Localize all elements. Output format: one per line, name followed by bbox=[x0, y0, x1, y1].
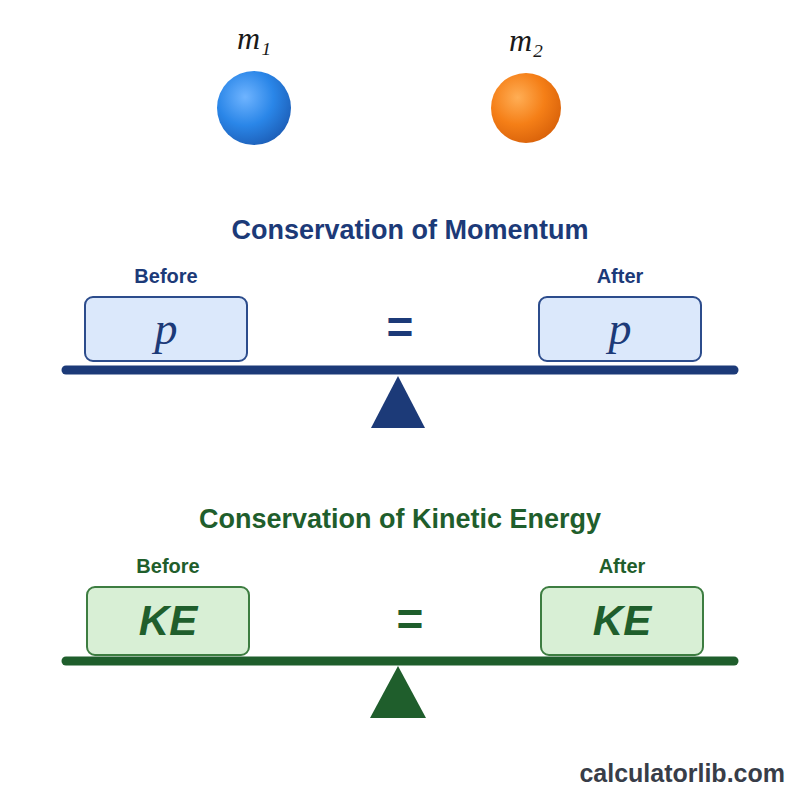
box-value: KE bbox=[139, 598, 197, 644]
box-heading: After bbox=[597, 264, 644, 288]
box-value: p bbox=[155, 304, 178, 355]
equals-sign: = bbox=[387, 301, 414, 354]
ball-circle bbox=[491, 73, 561, 143]
momentum-beam bbox=[66, 366, 734, 375]
mass-label: m₂ bbox=[509, 23, 543, 58]
momentum-fulcrum bbox=[371, 376, 425, 428]
mass-label: m₁ bbox=[237, 21, 271, 56]
box-heading: After bbox=[599, 554, 646, 578]
value-box: Afterp bbox=[538, 296, 702, 362]
mass-ball: m₂ bbox=[490, 72, 562, 144]
energy-fulcrum bbox=[370, 666, 426, 718]
ball-shape bbox=[490, 72, 562, 144]
mass-ball: m₁ bbox=[216, 70, 292, 146]
ball-circle bbox=[217, 71, 291, 145]
ball-shape bbox=[216, 70, 292, 146]
value-box: AfterKE bbox=[540, 586, 704, 656]
section-heading: Conservation of Momentum bbox=[231, 215, 588, 246]
equals-sign: = bbox=[397, 593, 424, 646]
box-value: KE bbox=[593, 598, 651, 644]
value-box: Beforep bbox=[84, 296, 248, 362]
energy-beam bbox=[66, 657, 734, 666]
box-heading: Before bbox=[134, 264, 197, 288]
value-box: BeforeKE bbox=[86, 586, 250, 656]
watermark: calculatorlib.com bbox=[579, 759, 785, 788]
box-value: p bbox=[609, 304, 632, 355]
box-heading: Before bbox=[136, 554, 199, 578]
section-heading: Conservation of Kinetic Energy bbox=[199, 504, 601, 535]
